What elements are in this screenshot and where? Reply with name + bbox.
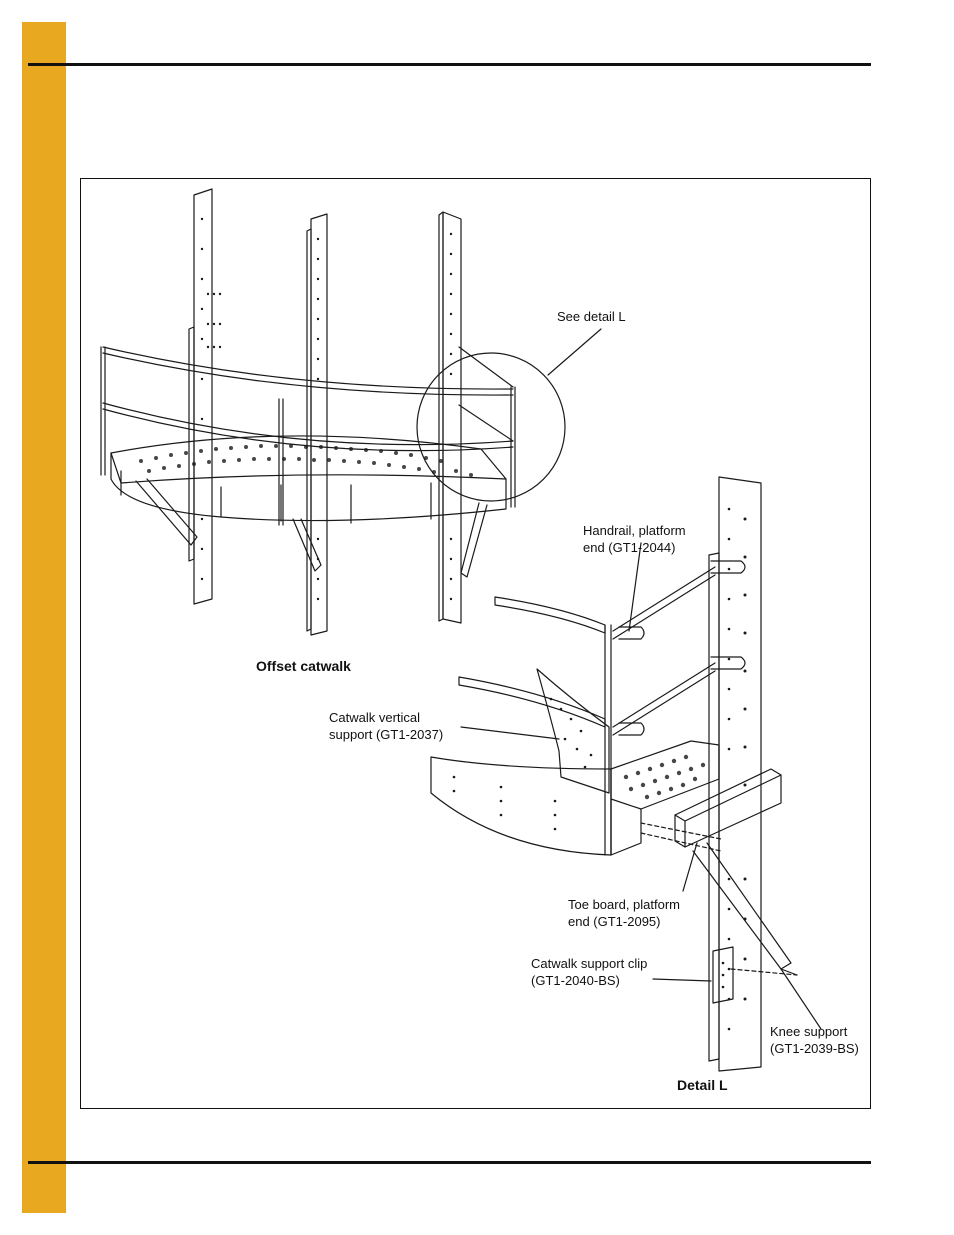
offset-catwalk-title: Offset catwalk bbox=[256, 658, 351, 674]
offset-catwalk-assembly bbox=[100, 188, 602, 636]
header-rule bbox=[28, 63, 871, 66]
knee-support-label-line2: (GT1-2039-BS) bbox=[770, 1041, 859, 1056]
toe-board-label-line2: end (GT1-2095) bbox=[568, 914, 661, 929]
side-color-tab bbox=[22, 22, 66, 1213]
support-clip-label-line2: (GT1-2040-BS) bbox=[531, 973, 620, 988]
toe-board-label-line1: Toe board, platform bbox=[568, 897, 681, 912]
vertical-support-label-line1: Catwalk vertical bbox=[329, 710, 421, 725]
figure-frame: See detail L Offset catwalk Handrail, pl… bbox=[80, 178, 871, 1109]
detail-l-assembly bbox=[430, 476, 822, 1072]
vertical-support-label-line2: support (GT1-2037) bbox=[329, 727, 444, 742]
see-detail-label: See detail L bbox=[557, 309, 626, 324]
handrail-label-line1: Handrail, platform bbox=[583, 523, 686, 538]
support-clip-label-line1: Catwalk support clip bbox=[531, 956, 648, 971]
footer-rule bbox=[28, 1161, 871, 1164]
detail-l-title: Detail L bbox=[677, 1077, 728, 1093]
handrail-label-line2: end (GT1-2044) bbox=[583, 540, 676, 555]
catwalk-drawing bbox=[100, 188, 822, 1072]
knee-support-label-line1: Knee support bbox=[770, 1024, 848, 1039]
